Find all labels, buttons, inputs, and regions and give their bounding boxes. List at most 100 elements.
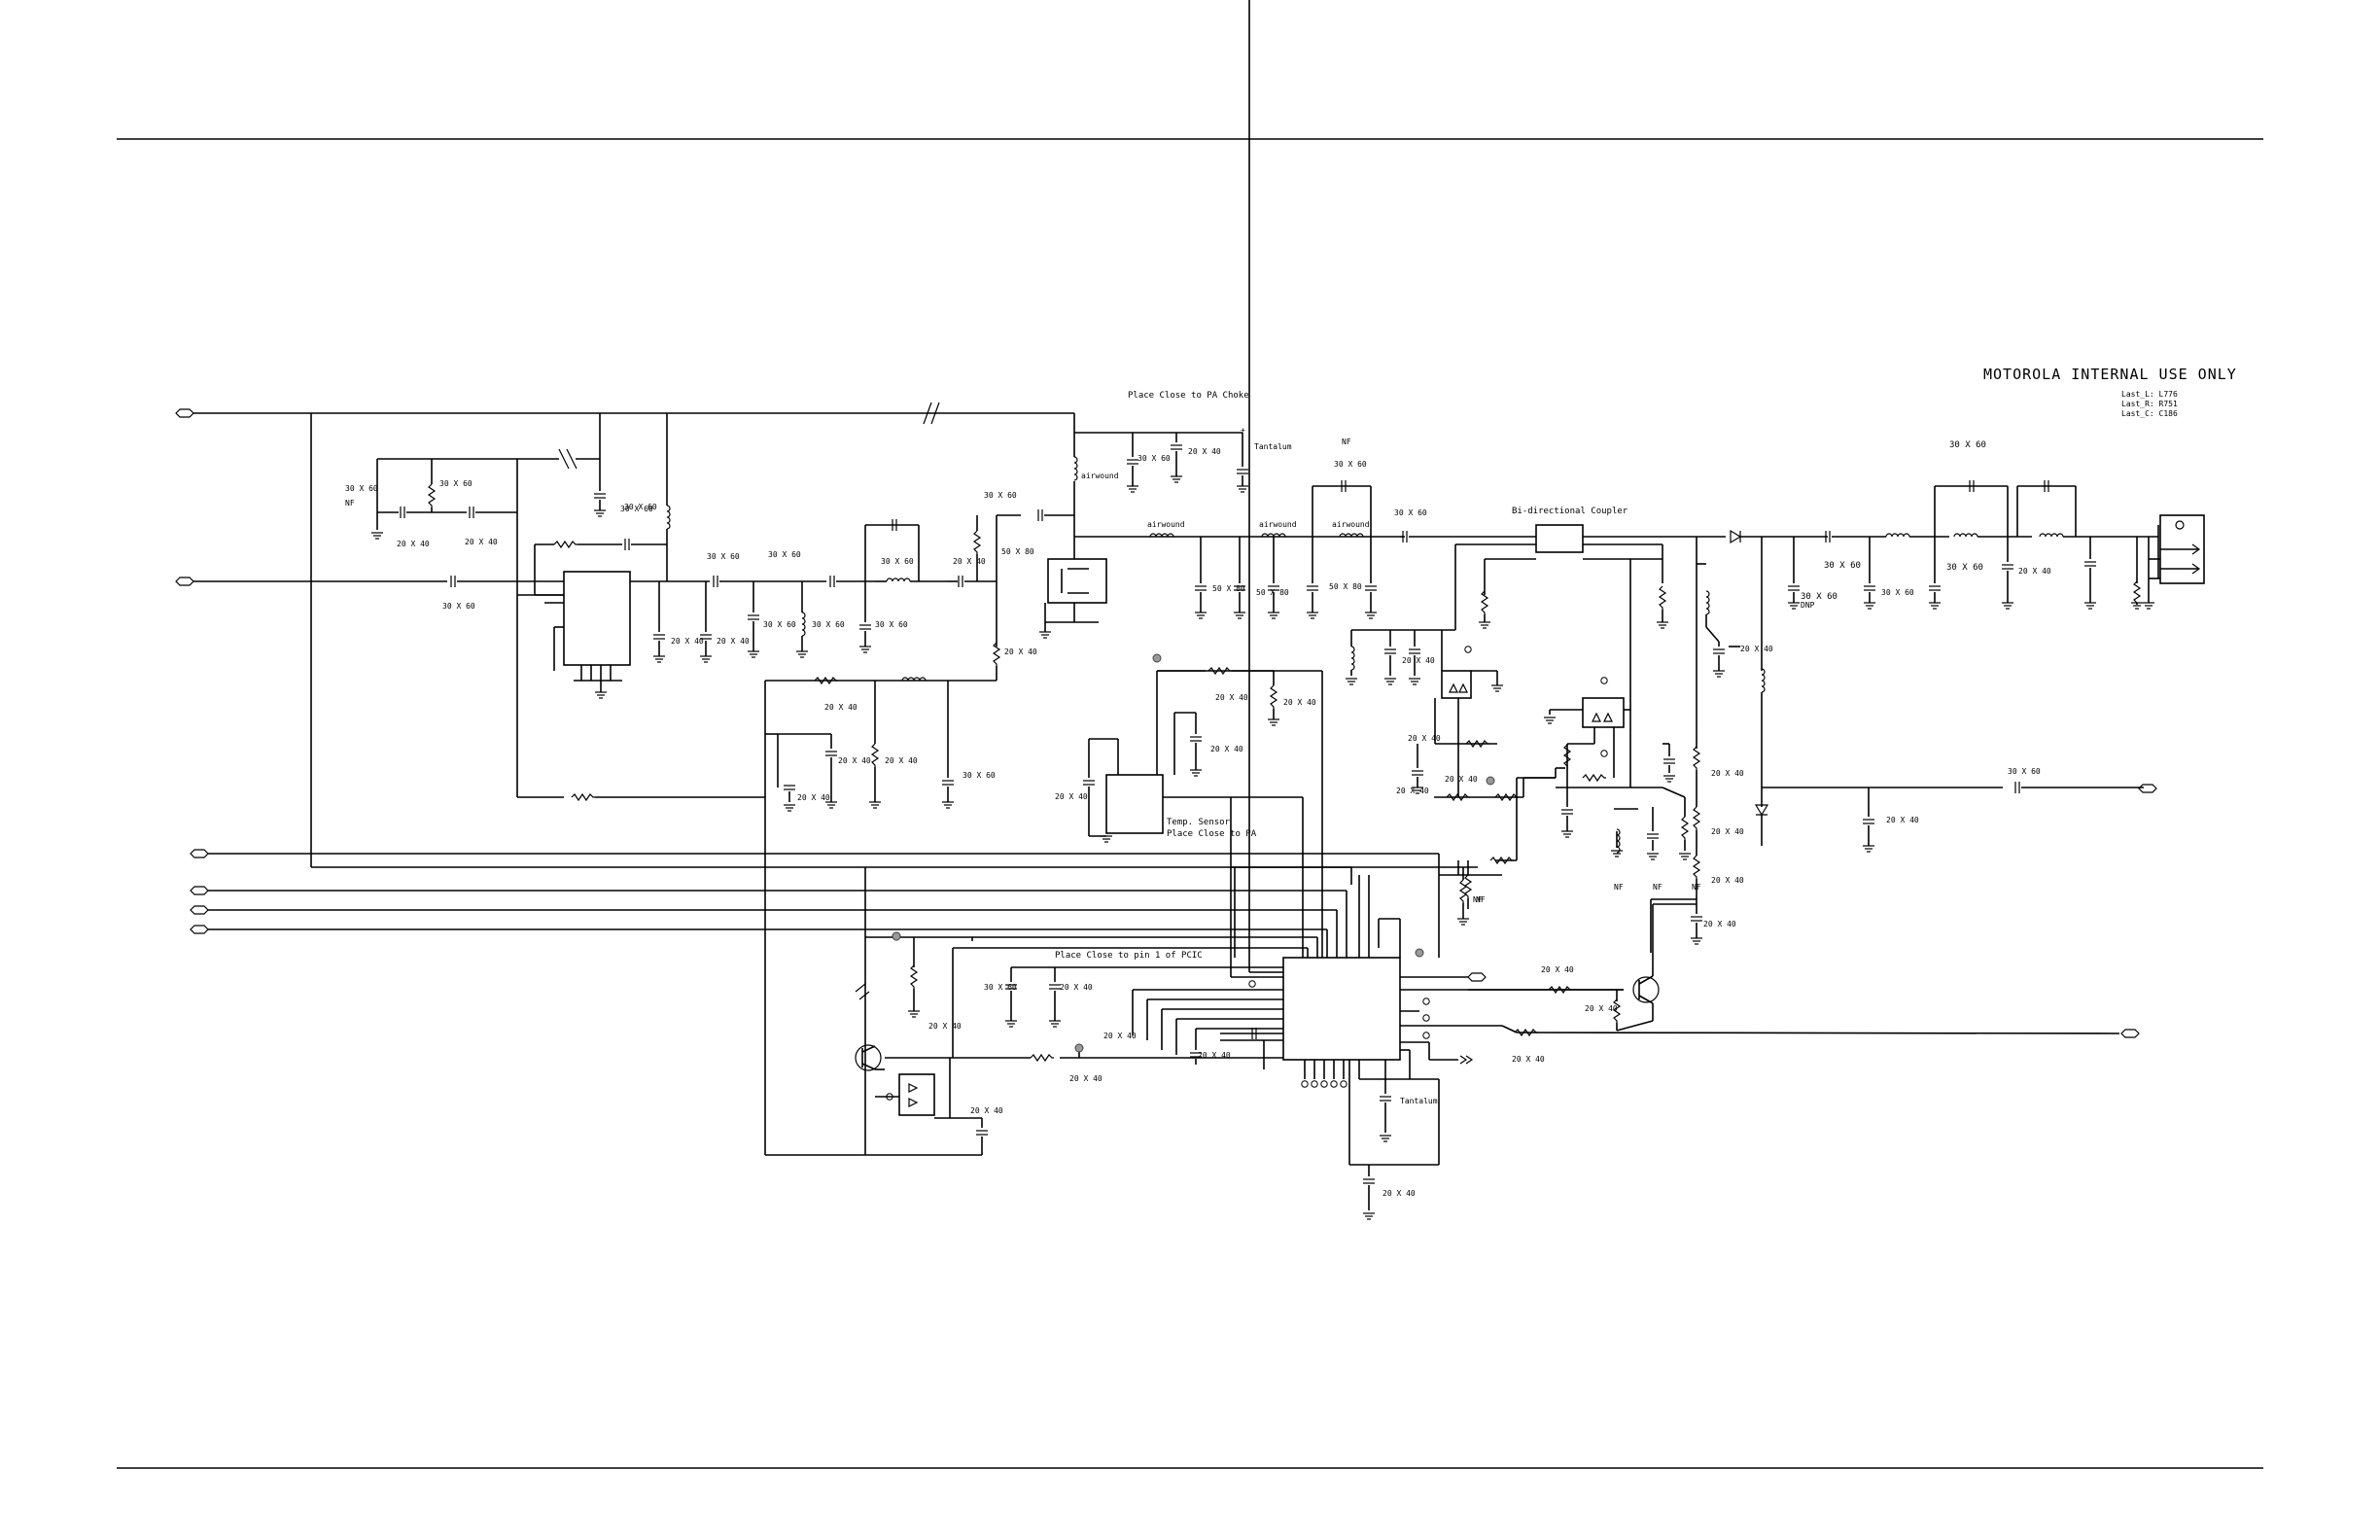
svg-text:NF: NF <box>1473 895 1483 904</box>
pcic-ic <box>1282 957 1401 1061</box>
label-dnp: DNP <box>1801 601 1815 610</box>
svg-text:30 X 60: 30 X 60 <box>707 552 740 561</box>
svg-text:20 X 40: 20 X 40 <box>671 637 704 646</box>
svg-text:20 X 40: 20 X 40 <box>717 637 750 646</box>
label-bidirectional-coupler: Bi-directional Coupler <box>1512 507 1628 516</box>
forward-detector-diode <box>1441 670 1472 699</box>
svg-text:NF: NF <box>1476 895 1486 904</box>
svg-text:20 X 40: 20 X 40 <box>1188 447 1221 456</box>
svg-text:30 X 60: 30 X 60 <box>1334 460 1367 469</box>
switch-diode-pair <box>898 1073 935 1116</box>
svg-text:NF: NF <box>345 499 355 508</box>
port-b-plus <box>175 408 194 418</box>
svg-text:20 X 40: 20 X 40 <box>1210 745 1243 753</box>
svg-text:30 X 60: 30 X 60 <box>1881 588 1914 597</box>
svg-text:20 X 40: 20 X 40 <box>885 756 918 765</box>
svg-text:30 X 60: 30 X 60 <box>624 503 657 511</box>
bidirectional-coupler <box>1535 524 1584 553</box>
svg-text:20 X 40: 20 X 40 <box>1711 827 1744 836</box>
svg-text:20 X 40: 20 X 40 <box>1402 656 1435 665</box>
port-ctrl-4 <box>190 925 209 934</box>
label-tantalum-2: Tantalum <box>1400 1097 1438 1105</box>
svg-text:50 X 80: 50 X 80 <box>1329 582 1362 591</box>
port-det-out <box>2120 1029 2140 1038</box>
svg-text:30 X 60: 30 X 60 <box>984 983 1017 992</box>
svg-text:20 X 40: 20 X 40 <box>1060 983 1093 992</box>
svg-text:30 X 60: 30 X 60 <box>875 620 908 629</box>
svg-text:20 X 40: 20 X 40 <box>1215 693 1248 702</box>
label-tantalum-1: Tantalum <box>1254 442 1292 451</box>
svg-text:20 X 40: 20 X 40 <box>1711 876 1744 885</box>
svg-text:20 X 40: 20 X 40 <box>1541 965 1574 974</box>
svg-text:20 X 40: 20 X 40 <box>970 1106 1003 1115</box>
svg-text:20 X 40: 20 X 40 <box>1585 1004 1618 1013</box>
switch-transistor <box>855 1044 882 1071</box>
svg-text:20 X 40: 20 X 40 <box>1103 1032 1137 1040</box>
svg-text:20 X 40: 20 X 40 <box>1886 816 1919 824</box>
port-rx-out <box>2138 784 2157 793</box>
svg-text:30 X 60: 30 X 60 <box>768 550 801 559</box>
label-airwound-1: airwound <box>1081 472 1119 480</box>
svg-text:20 X 40: 20 X 40 <box>838 756 871 765</box>
svg-text:20 X 40: 20 X 40 <box>397 540 430 548</box>
svg-text:30 X 60: 30 X 60 <box>345 484 378 493</box>
driver-ic <box>563 571 631 666</box>
label-temp-sensor-note: Place Close to PA <box>1167 829 1257 839</box>
svg-text:30 X 60: 30 X 60 <box>2008 767 2041 776</box>
svg-text:20 X 40: 20 X 40 <box>1740 645 1773 653</box>
svg-text:20 X 40: 20 X 40 <box>1408 734 1441 743</box>
svg-text:30 X 60: 30 X 60 <box>881 557 914 566</box>
svg-text:30 X 60: 30 X 60 <box>1138 454 1171 463</box>
label-place-close-choke: Place Close to PA Choke <box>1128 391 1249 401</box>
svg-text:30 X 60: 30 X 60 <box>620 505 653 513</box>
temp-sensor <box>1105 774 1164 834</box>
svg-text:20 X 40: 20 X 40 <box>1711 769 1744 778</box>
port-ctrl-3 <box>190 905 209 915</box>
last-ref-r: Last_R: R751 <box>2121 400 2178 408</box>
svg-text:20 X 40: 20 X 40 <box>465 538 498 546</box>
label-temp-sensor: Temp. Sensor <box>1167 818 1231 827</box>
last-ref-c: Last_C: C186 <box>2121 409 2178 418</box>
svg-text:50 X 80: 50 X 80 <box>1212 584 1245 593</box>
svg-text:20 X 40: 20 X 40 <box>2018 567 2051 576</box>
svg-text:20 X 40: 20 X 40 <box>1283 698 1316 707</box>
svg-text:20 X 40: 20 X 40 <box>1512 1055 1545 1064</box>
svg-text:30 X 60: 30 X 60 <box>984 491 1017 500</box>
port-ctrl-1 <box>190 849 209 858</box>
control-transistor <box>1632 976 1660 1003</box>
label-place-close-pcic: Place Close to pin 1 of PCIC <box>1055 951 1203 961</box>
svg-text:30 X 60: 30 X 60 <box>812 620 845 629</box>
svg-text:30 X 60: 30 X 60 <box>1946 563 1983 573</box>
svg-text:30 X 60: 30 X 60 <box>1801 592 1838 602</box>
svg-text:30 X 60: 30 X 60 <box>962 771 996 780</box>
svg-text:NF: NF <box>1653 883 1662 892</box>
svg-text:30 X 60: 30 X 60 <box>1824 561 1861 571</box>
reflected-detector-diode <box>1582 697 1625 728</box>
svg-text:20 X 40: 20 X 40 <box>1703 920 1736 928</box>
svg-text:20 X 40: 20 X 40 <box>928 1022 962 1031</box>
port-ctrl-2 <box>190 886 209 895</box>
svg-text:20 X 40: 20 X 40 <box>1396 787 1429 795</box>
svg-text:20 X 40: 20 X 40 <box>1445 775 1478 784</box>
svg-text:20 X 40: 20 X 40 <box>1198 1051 1231 1060</box>
port-rf-in <box>175 577 194 586</box>
svg-text:NF: NF <box>1614 883 1624 892</box>
svg-text:20 X 40: 20 X 40 <box>824 703 858 712</box>
svg-text:20 X 40: 20 X 40 <box>1004 648 1037 656</box>
pa-fet <box>1047 558 1107 604</box>
label-airwound-2: airwound <box>1147 520 1185 529</box>
svg-text:20 X 40: 20 X 40 <box>953 557 986 566</box>
svg-text:30 X 60: 30 X 60 <box>1394 508 1427 517</box>
svg-text:30 X 60: 30 X 60 <box>1949 440 1986 450</box>
svg-text:30 X 60: 30 X 60 <box>439 479 472 488</box>
svg-text:50 X 80: 50 X 80 <box>1001 547 1034 556</box>
label-airwound-4: airwound <box>1332 520 1370 529</box>
svg-text:50 X 80: 50 X 80 <box>1256 588 1289 597</box>
svg-text:20 X 40: 20 X 40 <box>1055 792 1088 801</box>
header-title: MOTOROLA INTERNAL USE ONLY <box>1983 366 2237 383</box>
last-ref-l: Last_L: L776 <box>2121 390 2178 399</box>
label-airwound-3: airwound <box>1259 520 1297 529</box>
svg-text:30 X 60: 30 X 60 <box>763 620 796 629</box>
svg-text:NF: NF <box>1342 438 1351 446</box>
